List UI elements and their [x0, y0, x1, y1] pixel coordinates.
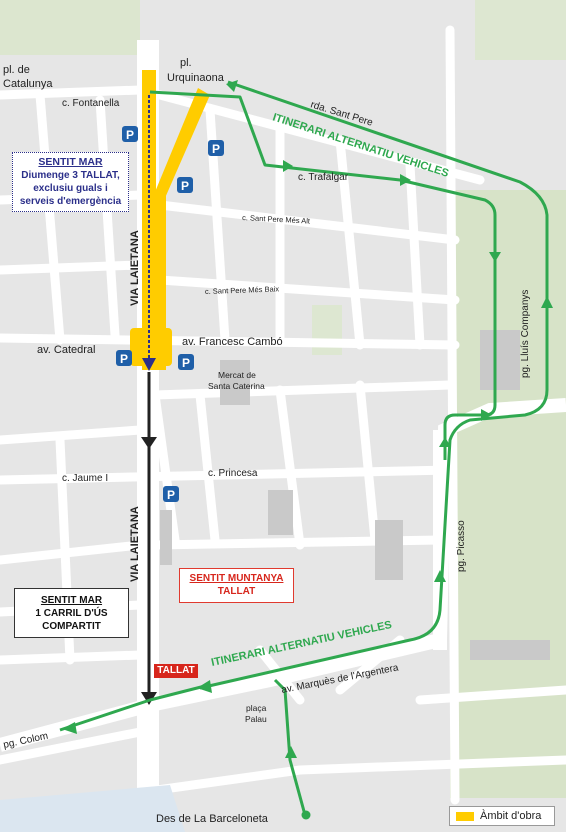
svg-text:P: P	[126, 128, 134, 142]
label-barceloneta: Des de La Barceloneta	[156, 813, 269, 825]
buildings	[160, 330, 550, 660]
works-area	[130, 70, 210, 370]
parking-icon: P	[116, 350, 132, 366]
svg-text:P: P	[181, 179, 189, 193]
label-cambo: av. Francesc Cambó	[182, 336, 283, 348]
sentit-mar-lane-line-3: COMPARTIT	[42, 621, 101, 632]
route-arrow-icon	[541, 296, 553, 308]
label-fontanella: c. Fontanella	[62, 98, 120, 109]
direction-arrow-icon	[142, 358, 156, 371]
label-placa-palau-2: Palau	[245, 714, 267, 724]
route-arrow-icon	[489, 252, 501, 262]
label-pl-catalunya-2: Catalunya	[3, 78, 53, 90]
parking-icon: P	[122, 126, 138, 142]
sentit-mar-info-box: SENTIT MAR Diumenge 3 TALLAT, exclusiu g…	[12, 152, 129, 212]
legend-swatch	[456, 812, 474, 821]
route-arrow-icon	[285, 746, 297, 758]
parking-markers: P P P P P P	[116, 126, 224, 502]
sea	[0, 785, 185, 832]
sentit-mar-line-2: Diumenge 3 TALLAT,	[21, 170, 120, 181]
label-pl-catalunya: pl. de	[3, 64, 30, 76]
label-princesa: c. Princesa	[208, 468, 258, 479]
map-legend: Àmbit d'obra	[449, 806, 555, 826]
route-arrow-icon	[481, 409, 492, 421]
label-catedral: av. Catedral	[37, 344, 96, 356]
svg-text:P: P	[167, 488, 175, 502]
axis-arrow-icon-1	[141, 437, 157, 449]
label-pl-urquinaona: pl.	[180, 57, 192, 69]
sentit-muntanya-status: TALLAT	[217, 586, 256, 597]
svg-text:P: P	[182, 356, 190, 370]
label-pl-urquinaona-2: Urquinaona	[167, 72, 225, 84]
legend-label: Àmbit d'obra	[480, 810, 542, 822]
axis-arrow-icon-2	[141, 692, 157, 705]
label-placa-palau: plaça	[246, 703, 267, 713]
sentit-mar-lane-line-2: 1 CARRIL D'ÚS	[35, 608, 108, 619]
tallat-badge: TALLAT	[154, 664, 198, 678]
parking-icon: P	[177, 177, 193, 193]
parking-icon: P	[208, 140, 224, 156]
sentit-mar-line-4: serveis d'emergència	[19, 196, 122, 207]
route-arrows	[62, 80, 553, 758]
label-lluis-companys: pg. Lluís Companys	[520, 290, 531, 378]
label-mercat: Mercat de	[218, 370, 256, 380]
svg-text:P: P	[120, 352, 128, 366]
label-jaume: c. Jaume I	[62, 473, 108, 484]
label-trafalgar: c. Trafalgar	[298, 172, 349, 183]
route-arrow-icon	[226, 80, 238, 92]
route-arrow-icon	[62, 722, 77, 734]
sentit-mar-lane-box: SENTIT MAR 1 CARRIL D'ÚS COMPARTIT	[14, 588, 129, 638]
label-sant-pere-baix: c. Sant Pere Més Baix	[205, 284, 280, 296]
sentit-mar-lane-title: SENTIT MAR	[40, 595, 103, 606]
route-arrow-icon	[434, 570, 446, 582]
alt-route	[59, 80, 549, 816]
sentit-mar-title: SENTIT MAR	[38, 156, 103, 168]
route-arrow-icon	[197, 680, 212, 693]
route-arrow-icon	[283, 160, 293, 172]
route-arrow-icon	[439, 437, 451, 447]
route-arrow-icon	[400, 174, 411, 186]
sentit-mar-line-3: exclusiu guals i	[33, 183, 108, 194]
label-sant-pere-alt: c. Sant Pere Més Alt	[242, 213, 311, 226]
parking-icon: P	[178, 354, 194, 370]
svg-text:P: P	[212, 142, 220, 156]
label-laietana-bottom: VIA LAIETANA	[129, 506, 141, 582]
label-mercat-2: Santa Caterina	[208, 381, 265, 391]
sentit-muntanya-title: SENTIT MUNTANYA	[189, 573, 284, 584]
label-laietana-top: VIA LAIETANA	[129, 230, 141, 306]
label-picasso: pg. Picasso	[456, 520, 467, 572]
sentit-muntanya-box: SENTIT MUNTANYA TALLAT	[179, 568, 294, 603]
route-origin-dot	[301, 810, 311, 820]
parking-icon: P	[163, 486, 179, 502]
